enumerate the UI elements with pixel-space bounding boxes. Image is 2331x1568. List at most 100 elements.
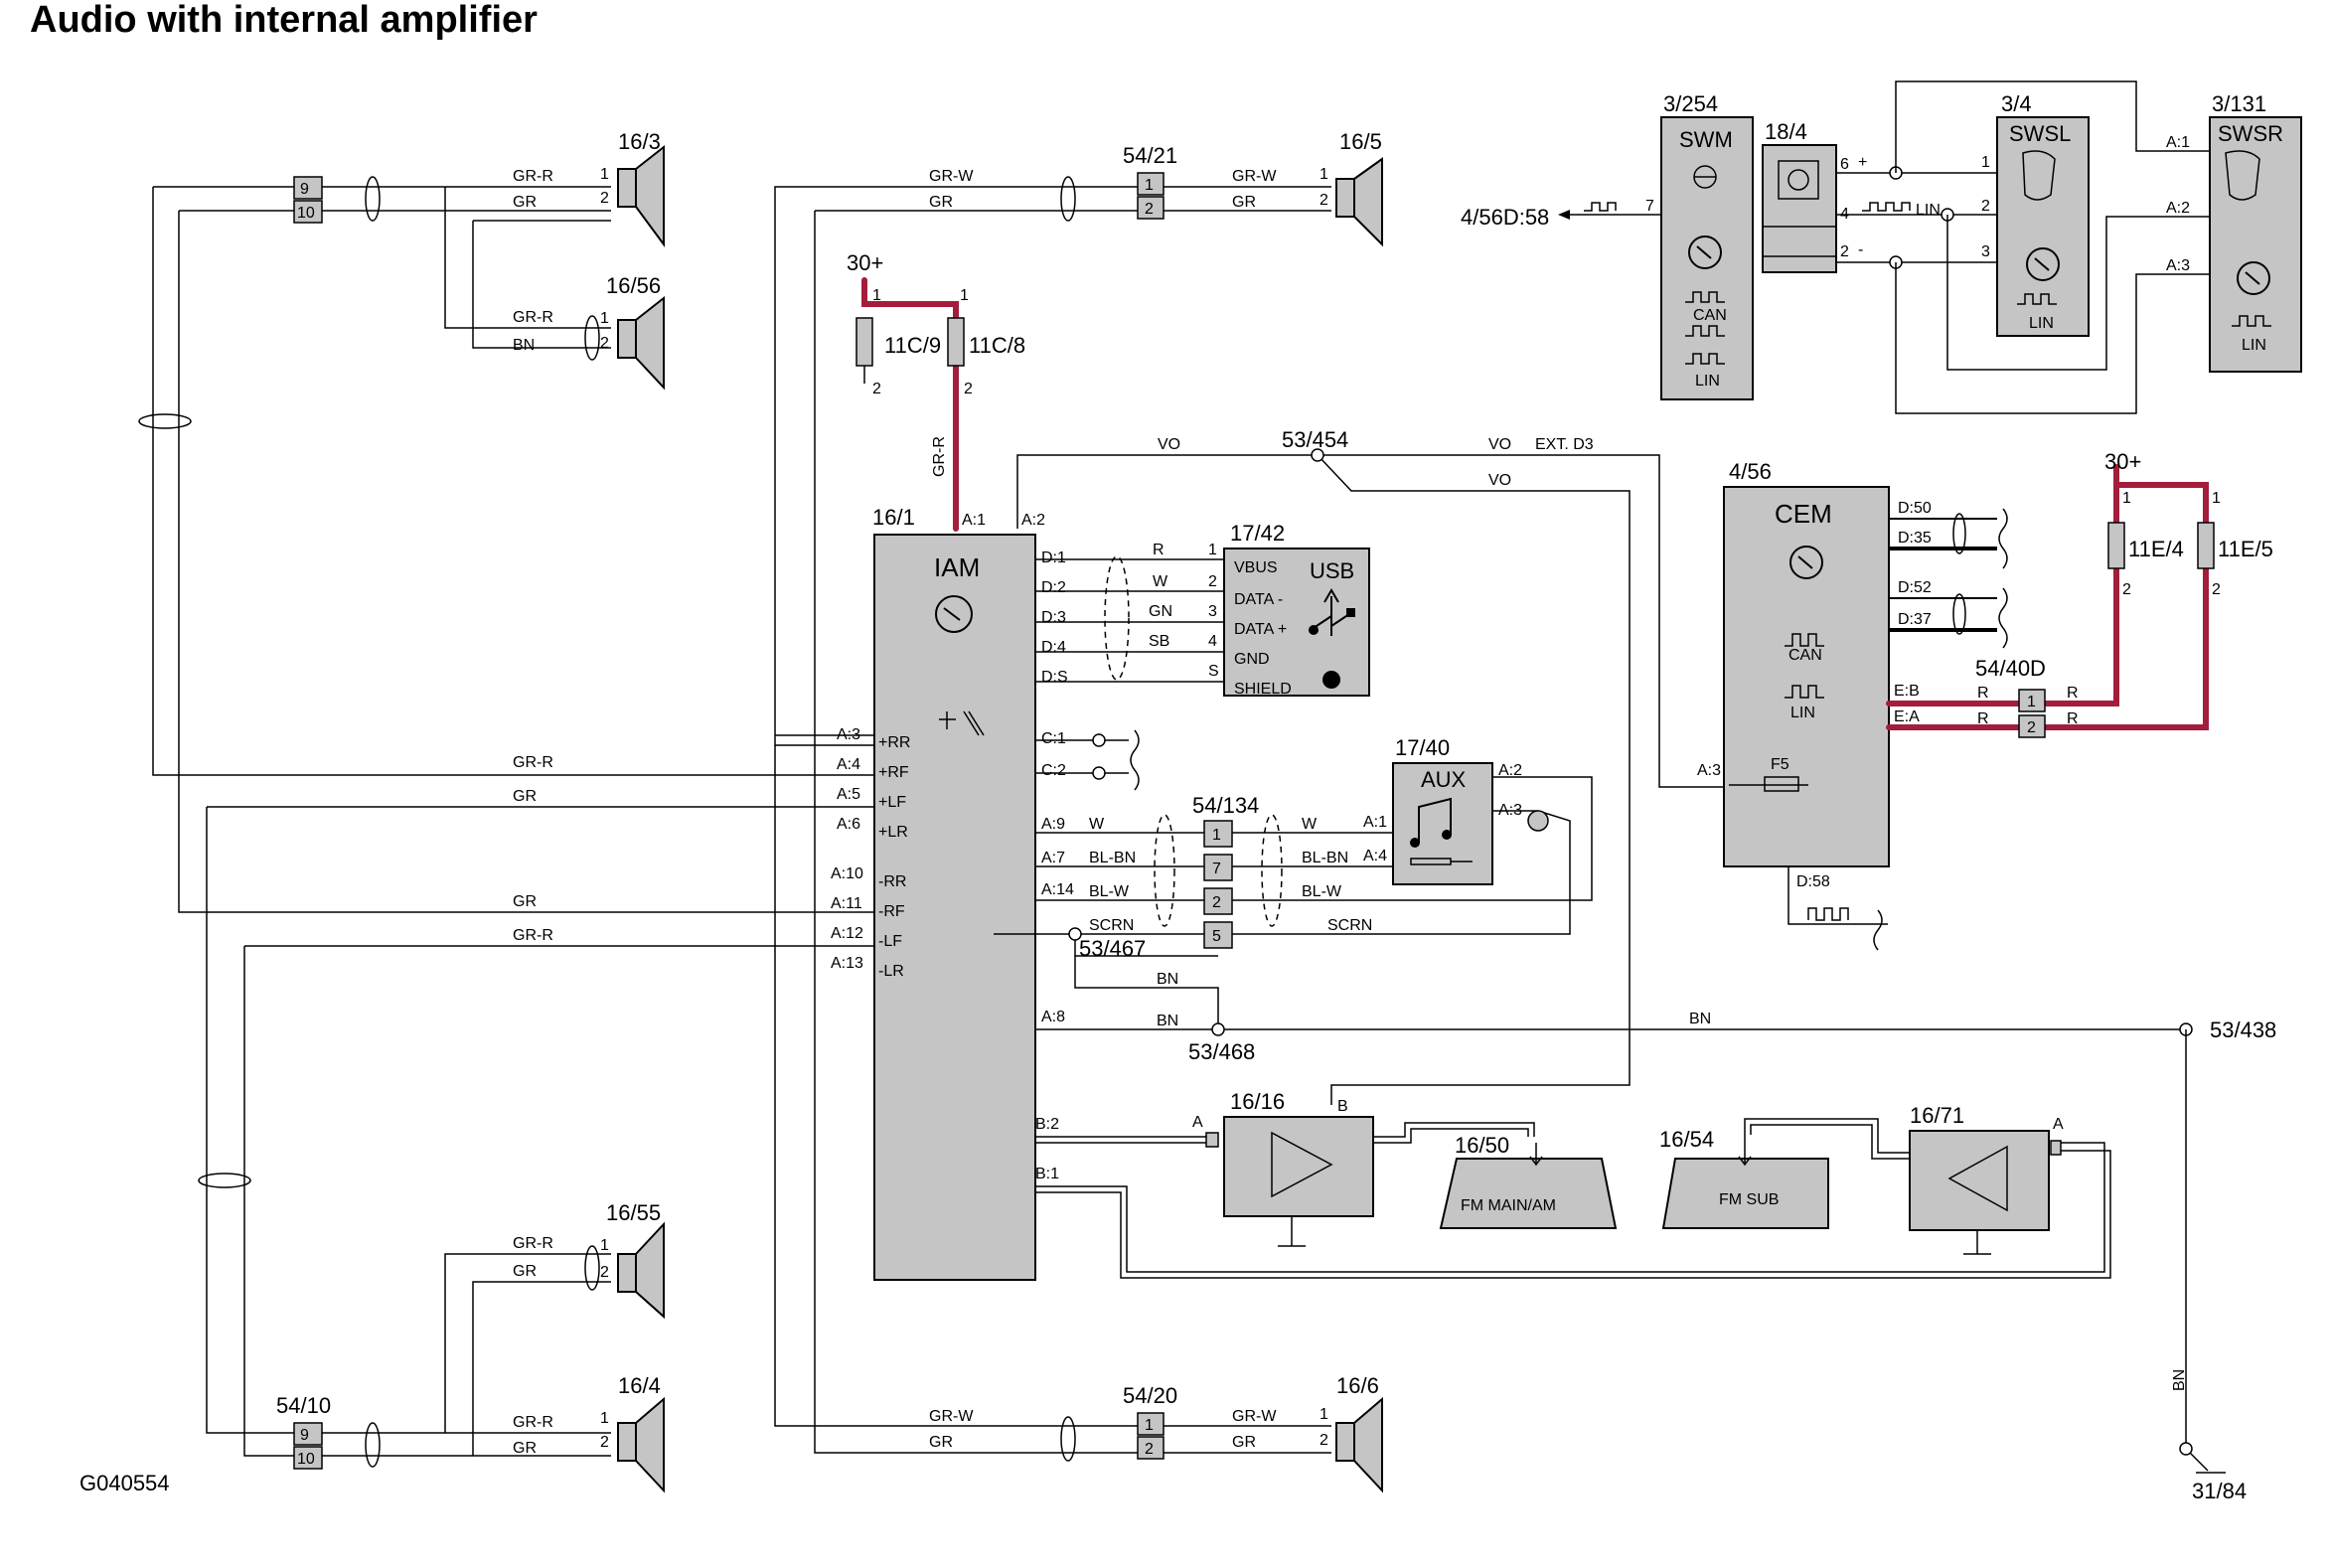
svg-text:1: 1 <box>960 287 969 304</box>
svg-text:B:1: B:1 <box>1035 1166 1059 1182</box>
svg-text:A:10: A:10 <box>831 865 863 882</box>
svg-text:16/4: 16/4 <box>618 1373 661 1398</box>
svg-text:A:3: A:3 <box>1697 762 1721 779</box>
svg-text:+LF: +LF <box>878 794 906 811</box>
svg-text:GR: GR <box>513 1263 537 1280</box>
svg-text:A:1: A:1 <box>2166 134 2190 151</box>
svg-text:53/467: 53/467 <box>1079 936 1146 961</box>
vo-wiring: 53/454 VO VO EXT. D3 VO <box>1016 427 1724 1105</box>
svg-text:W: W <box>1302 816 1318 833</box>
svg-text:2: 2 <box>2027 719 2036 736</box>
svg-text:S: S <box>1208 663 1219 680</box>
svg-text:C:1: C:1 <box>1041 730 1066 747</box>
svg-text:FM MAIN/AM: FM MAIN/AM <box>1461 1197 1556 1214</box>
svg-text:F5: F5 <box>1771 756 1789 773</box>
svg-text:-LR: -LR <box>878 963 904 980</box>
svg-text:1: 1 <box>1212 827 1221 844</box>
svg-text:R: R <box>1977 710 1989 727</box>
svg-text:6: 6 <box>1840 156 1849 173</box>
svg-text:1: 1 <box>600 1237 609 1254</box>
svg-text:1: 1 <box>600 1410 609 1427</box>
svg-text:A:1: A:1 <box>962 512 986 529</box>
svg-text:LIN: LIN <box>1695 373 1720 390</box>
svg-text:CEM: CEM <box>1775 499 1832 529</box>
aux-module: 17/40 AUX A:2 A:3 A:1 A:4 1 7 2 5 54/134… <box>994 735 1593 961</box>
svg-text:10: 10 <box>297 205 315 222</box>
svg-text:BL-W: BL-W <box>1089 883 1130 900</box>
svg-text:11C/9: 11C/9 <box>884 333 941 358</box>
svg-text:+: + <box>1858 154 1867 171</box>
svg-text:+RR: +RR <box>878 734 910 751</box>
svg-text:54/10: 54/10 <box>276 1393 331 1418</box>
speaker-16-5: 16/5 <box>1335 129 1383 247</box>
iam-supply: 30+ 11C/9 11C/8 1 1 2 2 GR-R <box>847 250 1025 532</box>
svg-text:DATA +: DATA + <box>1234 621 1287 638</box>
svg-text:SCRN: SCRN <box>1089 917 1134 934</box>
svg-text:2: 2 <box>2122 581 2131 598</box>
svg-text:BN: BN <box>1689 1011 1711 1027</box>
svg-text:2: 2 <box>2212 581 2221 598</box>
svg-text:3/131: 3/131 <box>2212 91 2266 116</box>
svg-text:1: 1 <box>2122 490 2131 507</box>
svg-text:16/3: 16/3 <box>618 129 661 154</box>
svg-text:A:6: A:6 <box>837 816 860 833</box>
svg-text:GR: GR <box>1232 1434 1256 1451</box>
svg-text:2: 2 <box>600 190 609 207</box>
svg-text:53/438: 53/438 <box>2210 1018 2276 1042</box>
svg-text:GR-R: GR-R <box>931 436 948 477</box>
svg-text:GR-R: GR-R <box>513 927 553 944</box>
svg-text:16/5: 16/5 <box>1339 129 1382 154</box>
svg-text:E:B: E:B <box>1894 683 1920 700</box>
svg-text:B: B <box>1337 1098 1348 1115</box>
svg-text:4/56D:58: 4/56D:58 <box>1461 205 1549 230</box>
svg-text:GR: GR <box>513 788 537 805</box>
svg-text:BN: BN <box>513 337 535 354</box>
svg-text:LIN: LIN <box>1790 705 1815 721</box>
svg-text:1: 1 <box>1981 154 1990 171</box>
svg-text:2: 2 <box>1208 573 1217 590</box>
svg-text:4: 4 <box>1208 633 1217 650</box>
svg-text:GR: GR <box>513 893 537 910</box>
svg-text:GN: GN <box>1149 603 1172 620</box>
svg-text:A:7: A:7 <box>1041 850 1065 866</box>
svg-text:1: 1 <box>600 166 609 183</box>
svg-text:-RR: -RR <box>878 873 906 890</box>
cem-supply: 1 2 54/40D 30+ 11E/4 11E/5 1 1 2 2 R R R… <box>1886 449 2273 738</box>
svg-text:2: 2 <box>872 381 881 397</box>
svg-text:USB: USB <box>1310 558 1354 583</box>
svg-text:A:2: A:2 <box>2166 200 2190 217</box>
speaker-16-56: 16/56 <box>606 273 665 391</box>
svg-text:D:1: D:1 <box>1041 549 1066 566</box>
svg-text:GR-R: GR-R <box>513 168 553 185</box>
svg-text:GR-W: GR-W <box>929 1408 974 1425</box>
svg-text:1: 1 <box>1320 166 1328 183</box>
svg-text:D:4: D:4 <box>1041 639 1066 656</box>
svg-text:B:2: B:2 <box>1035 1116 1059 1133</box>
svg-text:2: 2 <box>1981 198 1990 215</box>
svg-text:E:A: E:A <box>1894 708 1920 725</box>
speaker-16-3: 16/3 <box>617 129 665 248</box>
svg-text:53/454: 53/454 <box>1282 427 1348 452</box>
svg-text:GND: GND <box>1234 651 1270 668</box>
svg-text:D:S: D:S <box>1041 669 1068 686</box>
svg-text:LIN: LIN <box>2242 337 2266 354</box>
svg-text:R: R <box>2067 685 2079 702</box>
svg-text:16/50: 16/50 <box>1455 1133 1509 1158</box>
svg-text:GR: GR <box>929 194 953 211</box>
svg-text:GR: GR <box>513 194 537 211</box>
svg-text:10: 10 <box>297 1451 315 1468</box>
svg-text:17/42: 17/42 <box>1230 521 1285 546</box>
svg-text:2: 2 <box>600 1434 609 1451</box>
steering-wheel-modules: 3/254 SWM CAN LIN 4/56D:58 7 18/4 6 4 2 … <box>1461 80 2302 414</box>
svg-text:2: 2 <box>1145 201 1154 218</box>
svg-text:A:13: A:13 <box>831 955 863 972</box>
svg-text:A:3: A:3 <box>1498 802 1522 819</box>
cem-module: 4/56 CEM CAN LIN F5 A:3 D:50 D:35 D:52 D… <box>1697 459 2008 951</box>
svg-text:1: 1 <box>1145 177 1154 194</box>
diagram-title: Audio with internal amplifier <box>30 0 538 41</box>
svg-text:LIN: LIN <box>1916 202 1941 219</box>
svg-text:16/56: 16/56 <box>606 273 661 298</box>
svg-text:-RF: -RF <box>878 903 905 920</box>
svg-text:5: 5 <box>1212 928 1221 945</box>
svg-text:A: A <box>1192 1114 1203 1131</box>
